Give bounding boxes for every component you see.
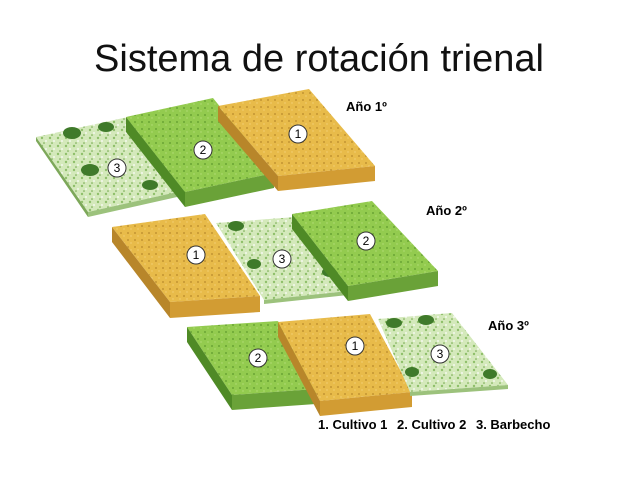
plot-number: 1 xyxy=(352,339,359,353)
year-3-number-3: 3 xyxy=(430,344,450,364)
year-3-number-1: 1 xyxy=(345,336,365,356)
year-3-group: 2 1 3 xyxy=(187,313,508,416)
plot-number: 3 xyxy=(437,347,444,361)
plot-number: 3 xyxy=(114,161,121,175)
year-2-label: Año 2º xyxy=(426,203,467,218)
year-3-label: Año 3º xyxy=(488,318,529,333)
year-3-plot-cultivo1 xyxy=(278,314,412,416)
plot-number: 2 xyxy=(255,351,262,365)
year-2-number-2: 2 xyxy=(356,231,376,251)
legend-item-cultivo2: 2. Cultivo 2 xyxy=(396,417,467,432)
legend-item-barbecho: 3. Barbecho xyxy=(475,417,551,432)
plot-number: 1 xyxy=(193,248,200,262)
plot-number: 2 xyxy=(200,143,207,157)
year-1-number-1: 1 xyxy=(288,124,308,144)
legend: 1. Cultivo 1 2. Cultivo 2 3. Barbecho xyxy=(318,417,556,432)
year-2-number-1: 1 xyxy=(186,245,206,265)
year-2-plot-cultivo1 xyxy=(112,214,260,318)
year-1-group: 3 2 1 xyxy=(36,89,375,217)
year-1-label: Año 1º xyxy=(346,99,387,114)
plot-number: 1 xyxy=(295,127,302,141)
year-1-number-3: 3 xyxy=(107,158,127,178)
year-3-number-2: 2 xyxy=(248,348,268,368)
page-title: Sistema de rotación trienal xyxy=(94,38,544,80)
plot-number: 3 xyxy=(279,252,286,266)
plot-number: 2 xyxy=(363,234,370,248)
legend-item-cultivo1: 1. Cultivo 1 xyxy=(318,417,388,432)
year-2-number-3: 3 xyxy=(272,249,292,269)
year-1-number-2: 2 xyxy=(193,140,213,160)
year-2-group: 1 3 2 xyxy=(112,201,438,318)
